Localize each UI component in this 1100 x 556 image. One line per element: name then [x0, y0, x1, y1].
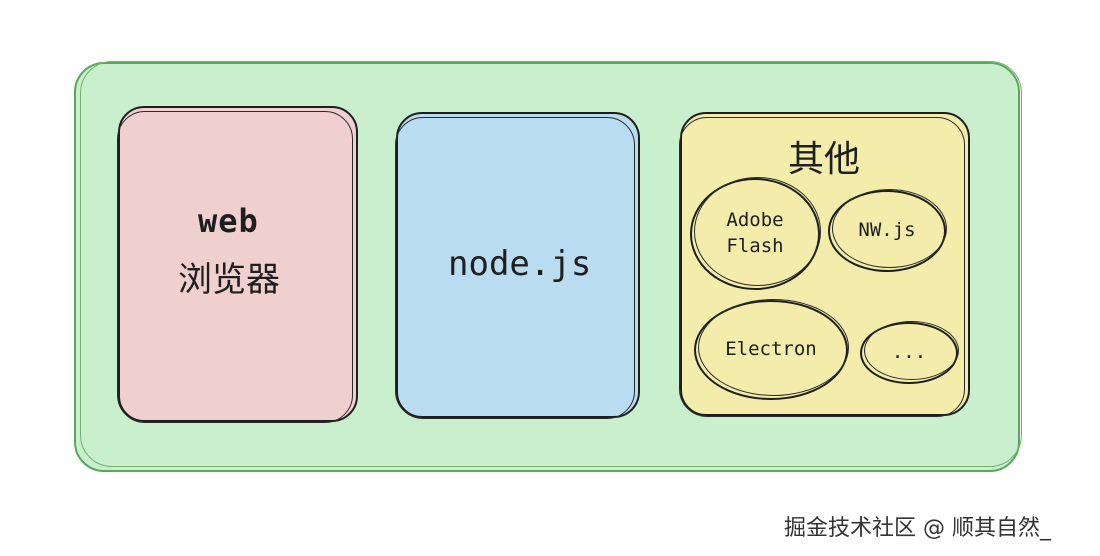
nwjs-ellipse: NW.js [828, 189, 947, 272]
watermark: 掘金技术社区 @ 顺其自然_ [784, 516, 1051, 541]
web-browser-box [117, 106, 358, 423]
nodejs-title: node.js [448, 244, 592, 284]
more-label: ... [891, 341, 927, 364]
web-subtitle: 浏览器 [178, 260, 280, 300]
electron-ellipse: Electron [694, 299, 849, 400]
electron-label: Electron [725, 338, 817, 361]
nwjs-label: NW.js [858, 219, 916, 242]
web-title: web [198, 202, 259, 240]
more-ellipse: ... [860, 321, 959, 384]
adobe-flash-label: Adobe Flash [726, 209, 784, 257]
nodejs-box [395, 112, 640, 419]
adobe-flash-ellipse: Adobe Flash [690, 177, 821, 290]
other-title: 其他 [788, 139, 861, 180]
